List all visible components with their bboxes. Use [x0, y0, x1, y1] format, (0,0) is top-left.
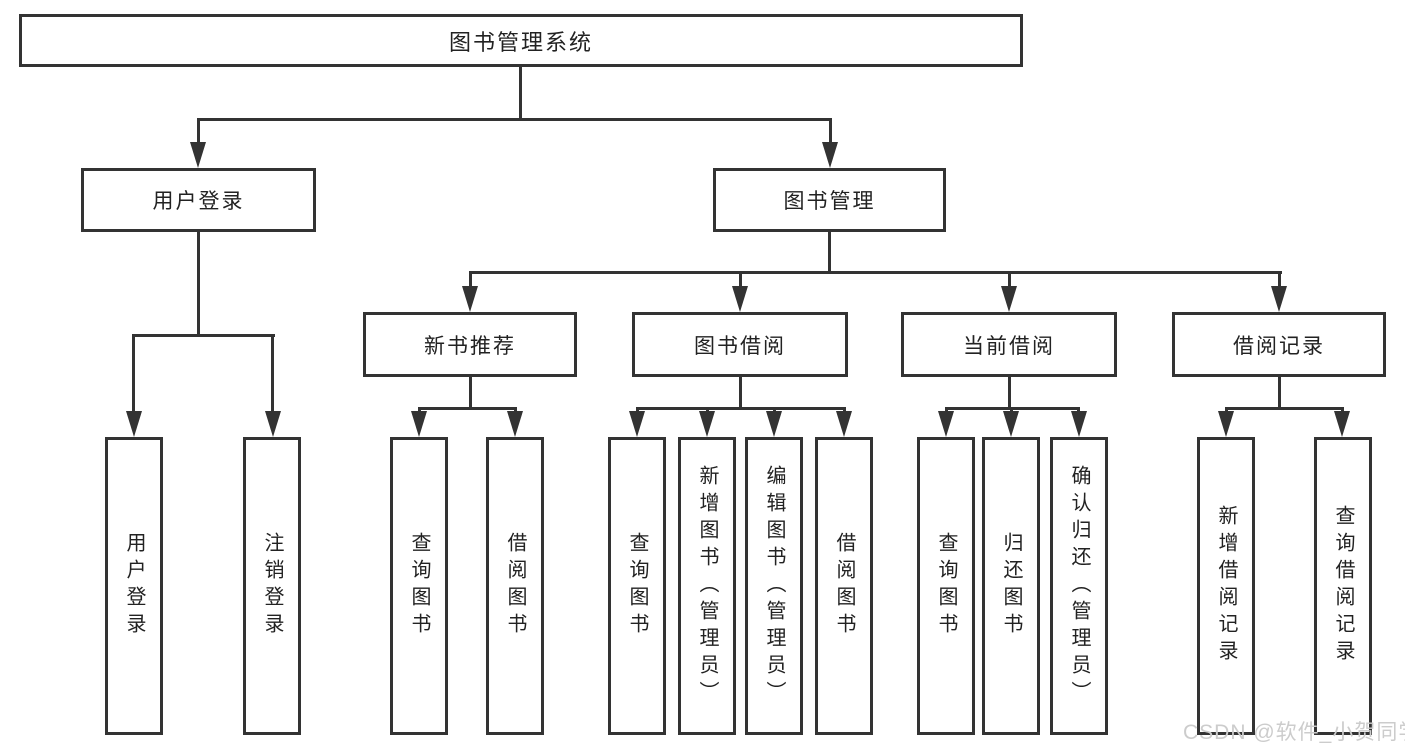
node-user-login: 用户登录 [81, 168, 316, 232]
leaf-label: 确认归还（管理员） [1068, 464, 1090, 708]
arrow-head [1071, 411, 1087, 437]
node-label: 当前借阅 [963, 334, 1055, 358]
node-book-borrow: 图书借阅 [632, 312, 848, 377]
connector-line [469, 271, 472, 288]
arrow-head [629, 411, 645, 437]
leaf-label: 查询图书 [935, 532, 957, 640]
connector-line [739, 271, 742, 288]
connector-line [828, 232, 831, 271]
node-label: 用户登录 [152, 190, 245, 213]
connector-line [829, 118, 832, 146]
arrow-head [699, 411, 715, 437]
connector-line [1008, 377, 1011, 407]
arrow-head [766, 411, 782, 437]
node-borrow-records: 借阅记录 [1172, 312, 1386, 377]
leaf-add-book-admin: 新增图书（管理员） [678, 437, 736, 735]
leaf-return-books: 归还图书 [982, 437, 1040, 735]
leaf-label: 注销登录 [261, 532, 283, 640]
leaf-user-login: 用户登录 [105, 437, 163, 735]
leaf-borrow-books-recommend: 借阅图书 [486, 437, 544, 735]
node-label: 图书管理系统 [448, 29, 593, 55]
connector-line [636, 407, 845, 410]
arrow-head [1271, 286, 1287, 312]
leaf-add-borrow-record: 新增借阅记录 [1197, 437, 1255, 735]
arrow-head [732, 286, 748, 312]
node-label: 图书管理 [783, 190, 876, 213]
node-book-management: 图书管理 [713, 168, 946, 232]
leaf-label: 新增图书（管理员） [696, 464, 718, 708]
leaf-query-books-borrow: 查询图书 [608, 437, 666, 735]
leaf-edit-book-admin: 编辑图书（管理员） [745, 437, 803, 735]
leaf-label: 借阅图书 [833, 532, 855, 640]
node-label: 新书推荐 [424, 334, 516, 358]
arrow-head [190, 142, 206, 168]
leaf-label: 查询借阅记录 [1332, 505, 1354, 667]
connector-line [197, 232, 200, 334]
arrow-head [462, 286, 478, 312]
connector-line [132, 334, 275, 337]
connector-line [1225, 407, 1344, 410]
leaf-borrow-books: 借阅图书 [815, 437, 873, 735]
connector-line [1008, 271, 1011, 288]
leaf-label: 归还图书 [1000, 532, 1022, 640]
leaf-label: 新增借阅记录 [1215, 505, 1237, 667]
arrow-head [836, 411, 852, 437]
leaf-query-books-current: 查询图书 [917, 437, 975, 735]
connector-line [469, 271, 1282, 274]
leaf-query-books-recommend: 查询图书 [390, 437, 448, 735]
leaf-label: 借阅图书 [504, 532, 526, 640]
connector-line [197, 118, 200, 146]
connector-line [469, 377, 472, 407]
connector-line [197, 118, 832, 121]
watermark: CSDN @软件_小贺同学 [1183, 721, 1405, 744]
connector-line [739, 377, 742, 407]
leaf-label: 编辑图书（管理员） [763, 464, 785, 708]
arrow-head [126, 411, 142, 437]
node-label: 图书借阅 [694, 334, 786, 358]
connector-line [1278, 377, 1281, 407]
arrow-head [822, 142, 838, 168]
connector-line [271, 334, 274, 414]
arrow-head [507, 411, 523, 437]
connector-line [1278, 271, 1281, 288]
arrow-head [1001, 286, 1017, 312]
node-new-book-recommend: 新书推荐 [363, 312, 577, 377]
arrow-head [1218, 411, 1234, 437]
leaf-query-borrow-record: 查询借阅记录 [1314, 437, 1372, 735]
leaf-confirm-return-admin: 确认归还（管理员） [1050, 437, 1108, 735]
connector-line [418, 407, 517, 410]
leaf-logout: 注销登录 [243, 437, 301, 735]
node-library-management-system: 图书管理系统 [19, 14, 1023, 67]
arrow-head [1334, 411, 1350, 437]
leaf-label: 用户登录 [123, 532, 145, 640]
node-current-borrow: 当前借阅 [901, 312, 1117, 377]
leaf-label: 查询图书 [626, 532, 648, 640]
arrow-head [411, 411, 427, 437]
arrow-head [1003, 411, 1019, 437]
connector-line [519, 67, 522, 119]
connector-line [132, 334, 135, 414]
node-label: 借阅记录 [1233, 334, 1325, 358]
arrow-head [938, 411, 954, 437]
arrow-head [265, 411, 281, 437]
leaf-label: 查询图书 [408, 532, 430, 640]
